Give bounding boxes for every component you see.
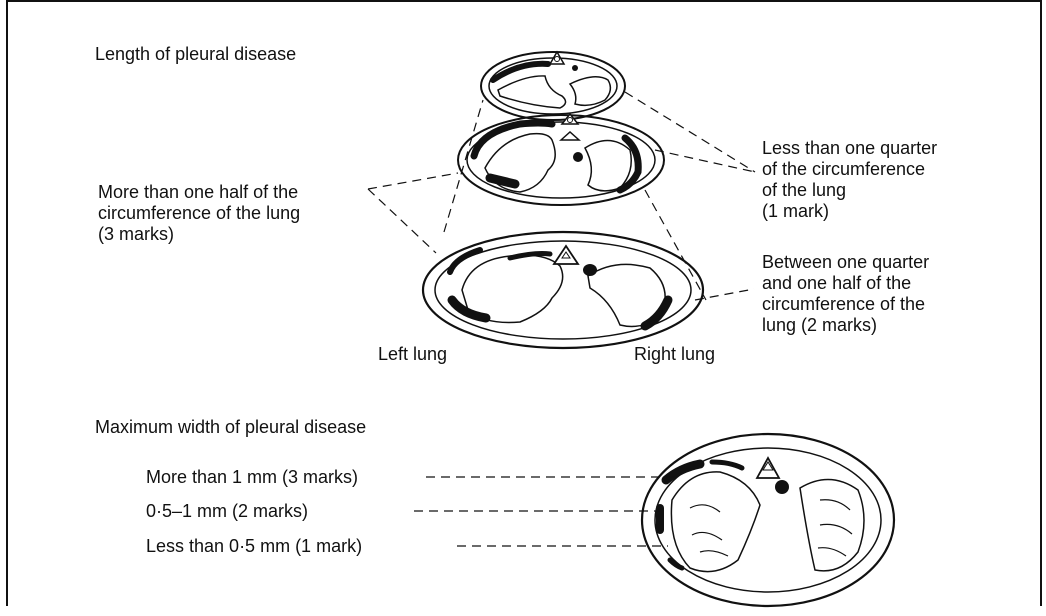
half-label-line-1: More than one half of the xyxy=(98,182,298,203)
width-level-2: 0·5–1 mm (2 marks) xyxy=(146,501,308,522)
between-label-line-1: Between one quarter xyxy=(762,252,929,273)
width-level-3: More than 1 mm (3 marks) xyxy=(146,467,358,488)
quarter-label-line-3: of the lung xyxy=(762,180,846,201)
quarter-label-line-2: of the circumference xyxy=(762,159,925,180)
quarter-label-line-1: Less than one quarter xyxy=(762,138,937,159)
between-label-line-2: and one half of the xyxy=(762,273,911,294)
width-level-1: Less than 0·5 mm (1 mark) xyxy=(146,536,362,557)
between-label-line-4: lung (2 marks) xyxy=(762,315,877,336)
half-label-line-2: circumference of the lung xyxy=(98,203,300,224)
width-heading: Maximum width of pleural disease xyxy=(95,417,366,438)
ct-slice-top xyxy=(481,52,625,120)
ct-slice-middle xyxy=(458,114,664,205)
ct-slice-large xyxy=(423,232,703,348)
between-label-line-3: circumference of the xyxy=(762,294,925,315)
quarter-label-line-4: (1 mark) xyxy=(762,201,829,222)
connector-lines xyxy=(368,92,755,546)
right-lung-label: Right lung xyxy=(634,344,715,365)
length-heading: Length of pleural disease xyxy=(95,44,296,65)
left-lung-label: Left lung xyxy=(378,344,447,365)
half-label-line-3: (3 marks) xyxy=(98,224,174,245)
ct-slice-width xyxy=(642,434,894,606)
